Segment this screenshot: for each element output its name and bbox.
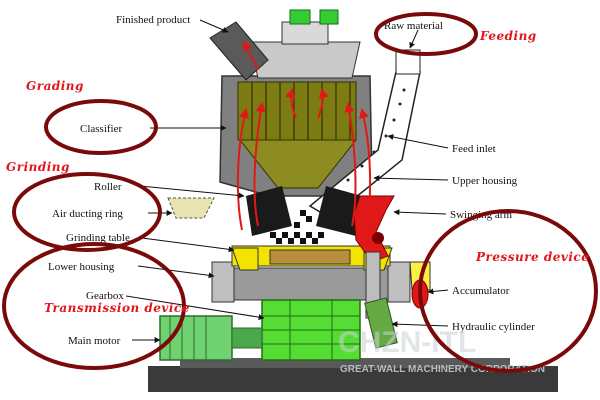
annotation-grinding: Grinding: [6, 160, 70, 174]
swinging-arm: [353, 195, 395, 263]
ring-grading: [44, 99, 158, 155]
label-lower-housing: Lower housing: [48, 261, 115, 273]
top-hopper: [281, 21, 329, 45]
label-gearbox: Gearbox: [86, 290, 124, 302]
label-finished-product: Finished product: [116, 14, 190, 26]
motor-coupling: [231, 327, 263, 349]
watermark-company: GREAT-WALL MACHINERY CORPORATION: [340, 364, 545, 375]
classifier-cone: [238, 139, 358, 189]
lower-housing-side-left: [211, 261, 235, 303]
label-upper-housing: Upper housing: [452, 175, 518, 187]
label-feed-inlet: Feed inlet: [452, 143, 496, 155]
label-hydraulic-cylinder: Hydraulic cylinder: [452, 321, 535, 333]
annotation-feeding: Feeding: [479, 29, 537, 43]
air-ducting-left: [231, 247, 259, 271]
material-bed: [270, 210, 324, 244]
label-roller: Roller: [94, 181, 122, 193]
foundation-top: [180, 358, 510, 368]
label-accumulator: Accumulator: [452, 285, 510, 297]
lower-housing-side-right: [387, 261, 411, 303]
classifier-body: [237, 81, 357, 141]
ring-grinding: [12, 172, 162, 252]
label-main-motor: Main motor: [68, 335, 121, 347]
label-grinding-table: Grinding table: [66, 232, 130, 244]
grinding-table-hub: [269, 249, 351, 265]
ring-feeding: [374, 12, 478, 56]
air-ducting-ring-sketch: [167, 197, 215, 219]
label-raw-material: Raw material: [384, 20, 443, 32]
annotation-pressure-device: Pressure device: [475, 250, 589, 264]
swinging-arm-pivot: [372, 232, 384, 244]
roller-right: [316, 186, 362, 236]
gearbox-ribs: [262, 300, 360, 360]
classifier-blades: [251, 82, 351, 140]
annotation-transmission-device: Transmission device: [44, 301, 190, 315]
top-motor-2: [319, 9, 339, 25]
leader-lines: [125, 19, 449, 343]
top-motor: [289, 9, 311, 25]
airflow-arrows: [236, 40, 372, 231]
hydraulic-cylinder: [364, 297, 398, 349]
ring-transmission: [2, 242, 186, 370]
label-air-ducting-ring: Air ducting ring: [52, 208, 123, 220]
ring-pressure: [418, 209, 598, 373]
label-classifier: Classifier: [80, 123, 122, 135]
lower-housing-body: [231, 267, 391, 301]
annotation-grading: Grading: [26, 79, 84, 93]
